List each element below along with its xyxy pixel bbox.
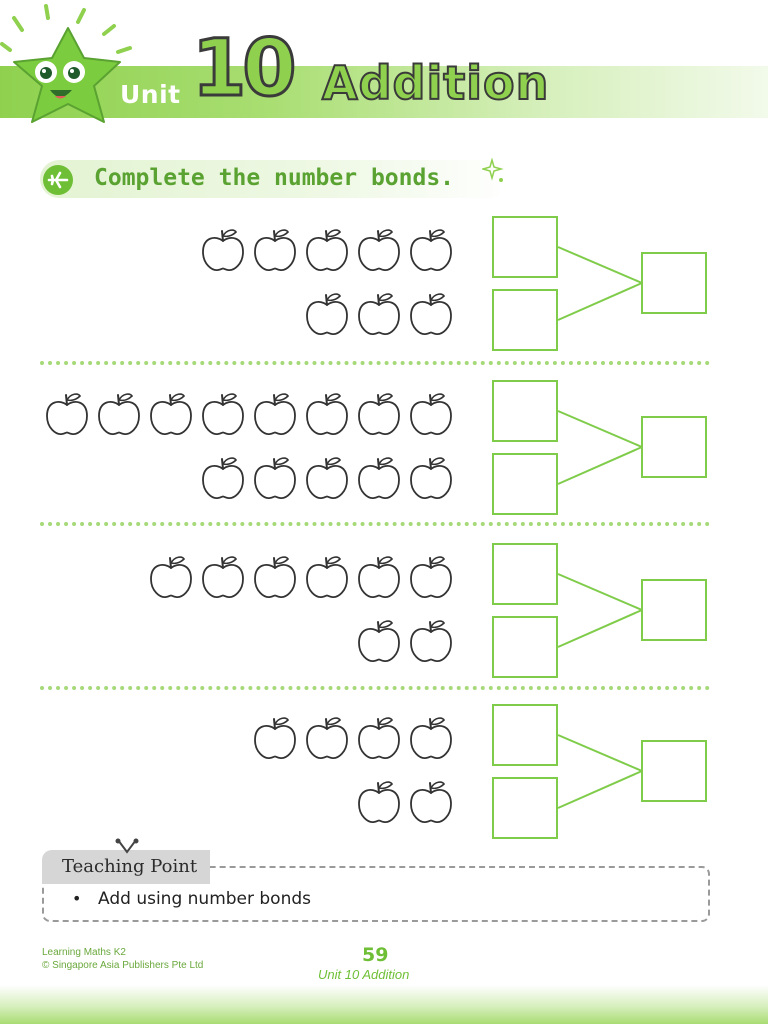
part-box-bottom[interactable] [492,289,558,351]
apple-icon [406,776,456,830]
instruction-band [40,160,510,198]
apple-icon [94,388,144,442]
apple-icon [42,388,92,442]
apple-icon [198,452,248,506]
whole-box[interactable] [641,579,707,641]
apple-icon [250,452,300,506]
divider [40,686,710,690]
copyright: © Singapore Asia Publishers Pte Ltd [42,960,204,971]
sparkle-icon [482,158,504,182]
teaching-point-tab [42,850,210,884]
part-box-top[interactable] [492,380,558,442]
airplane-icon [43,165,73,195]
apple-icon [198,224,248,278]
part-box-top[interactable] [492,216,558,278]
apple-icon [406,452,456,506]
teaching-point-label: Teaching Point [62,856,198,877]
apple-icon [302,551,352,605]
apple-icon [354,776,404,830]
part-box-bottom[interactable] [492,777,558,839]
apple-icon [406,712,456,766]
apple-icon [250,712,300,766]
part-box-top[interactable] [492,704,558,766]
teaching-point-text: Add using number bonds [98,889,312,909]
whole-box[interactable] [641,740,707,802]
apple-icon [406,551,456,605]
apple-icon [406,388,456,442]
page-number: 59 [362,944,389,966]
apple-icon [250,224,300,278]
bond-lines [557,734,643,809]
page-title: Addition [321,56,550,110]
unit-label: Unit [120,80,181,109]
apple-icon [302,388,352,442]
footer-band [0,985,768,1024]
whole-box[interactable] [641,252,707,314]
apple-icon [354,615,404,669]
apple-icon [302,288,352,342]
instruction-text: Complete the number bonds. [94,165,455,191]
apple-icon [406,615,456,669]
book-title: Learning Maths K2 [42,947,126,958]
bond-lines [557,573,643,648]
star-mascot-icon [0,4,132,123]
apple-icon [354,452,404,506]
bullet: • [72,889,82,908]
apple-icon [406,224,456,278]
apple-icon [302,224,352,278]
apple-icon [198,388,248,442]
apple-icon [302,452,352,506]
apple-icon [354,288,404,342]
apple-icon [250,551,300,605]
divider [40,361,710,365]
apple-icon [146,551,196,605]
bond-lines [557,246,643,321]
part-box-top[interactable] [492,543,558,605]
bond-lines [557,410,643,485]
apple-icon [198,551,248,605]
apple-icon [146,388,196,442]
antenna-icon [115,838,139,854]
apple-icon [406,288,456,342]
apple-icon [354,712,404,766]
footer-unit-caption: Unit 10 Addition [318,967,410,982]
part-box-bottom[interactable] [492,453,558,515]
apple-icon [302,712,352,766]
whole-box[interactable] [641,416,707,478]
part-box-bottom[interactable] [492,616,558,678]
apple-icon [354,388,404,442]
header-band [0,66,768,118]
unit-number: 10 [191,24,299,114]
teaching-point-box [42,866,710,922]
divider [40,522,710,526]
apple-icon [354,551,404,605]
apple-icon [354,224,404,278]
apple-icon [250,388,300,442]
